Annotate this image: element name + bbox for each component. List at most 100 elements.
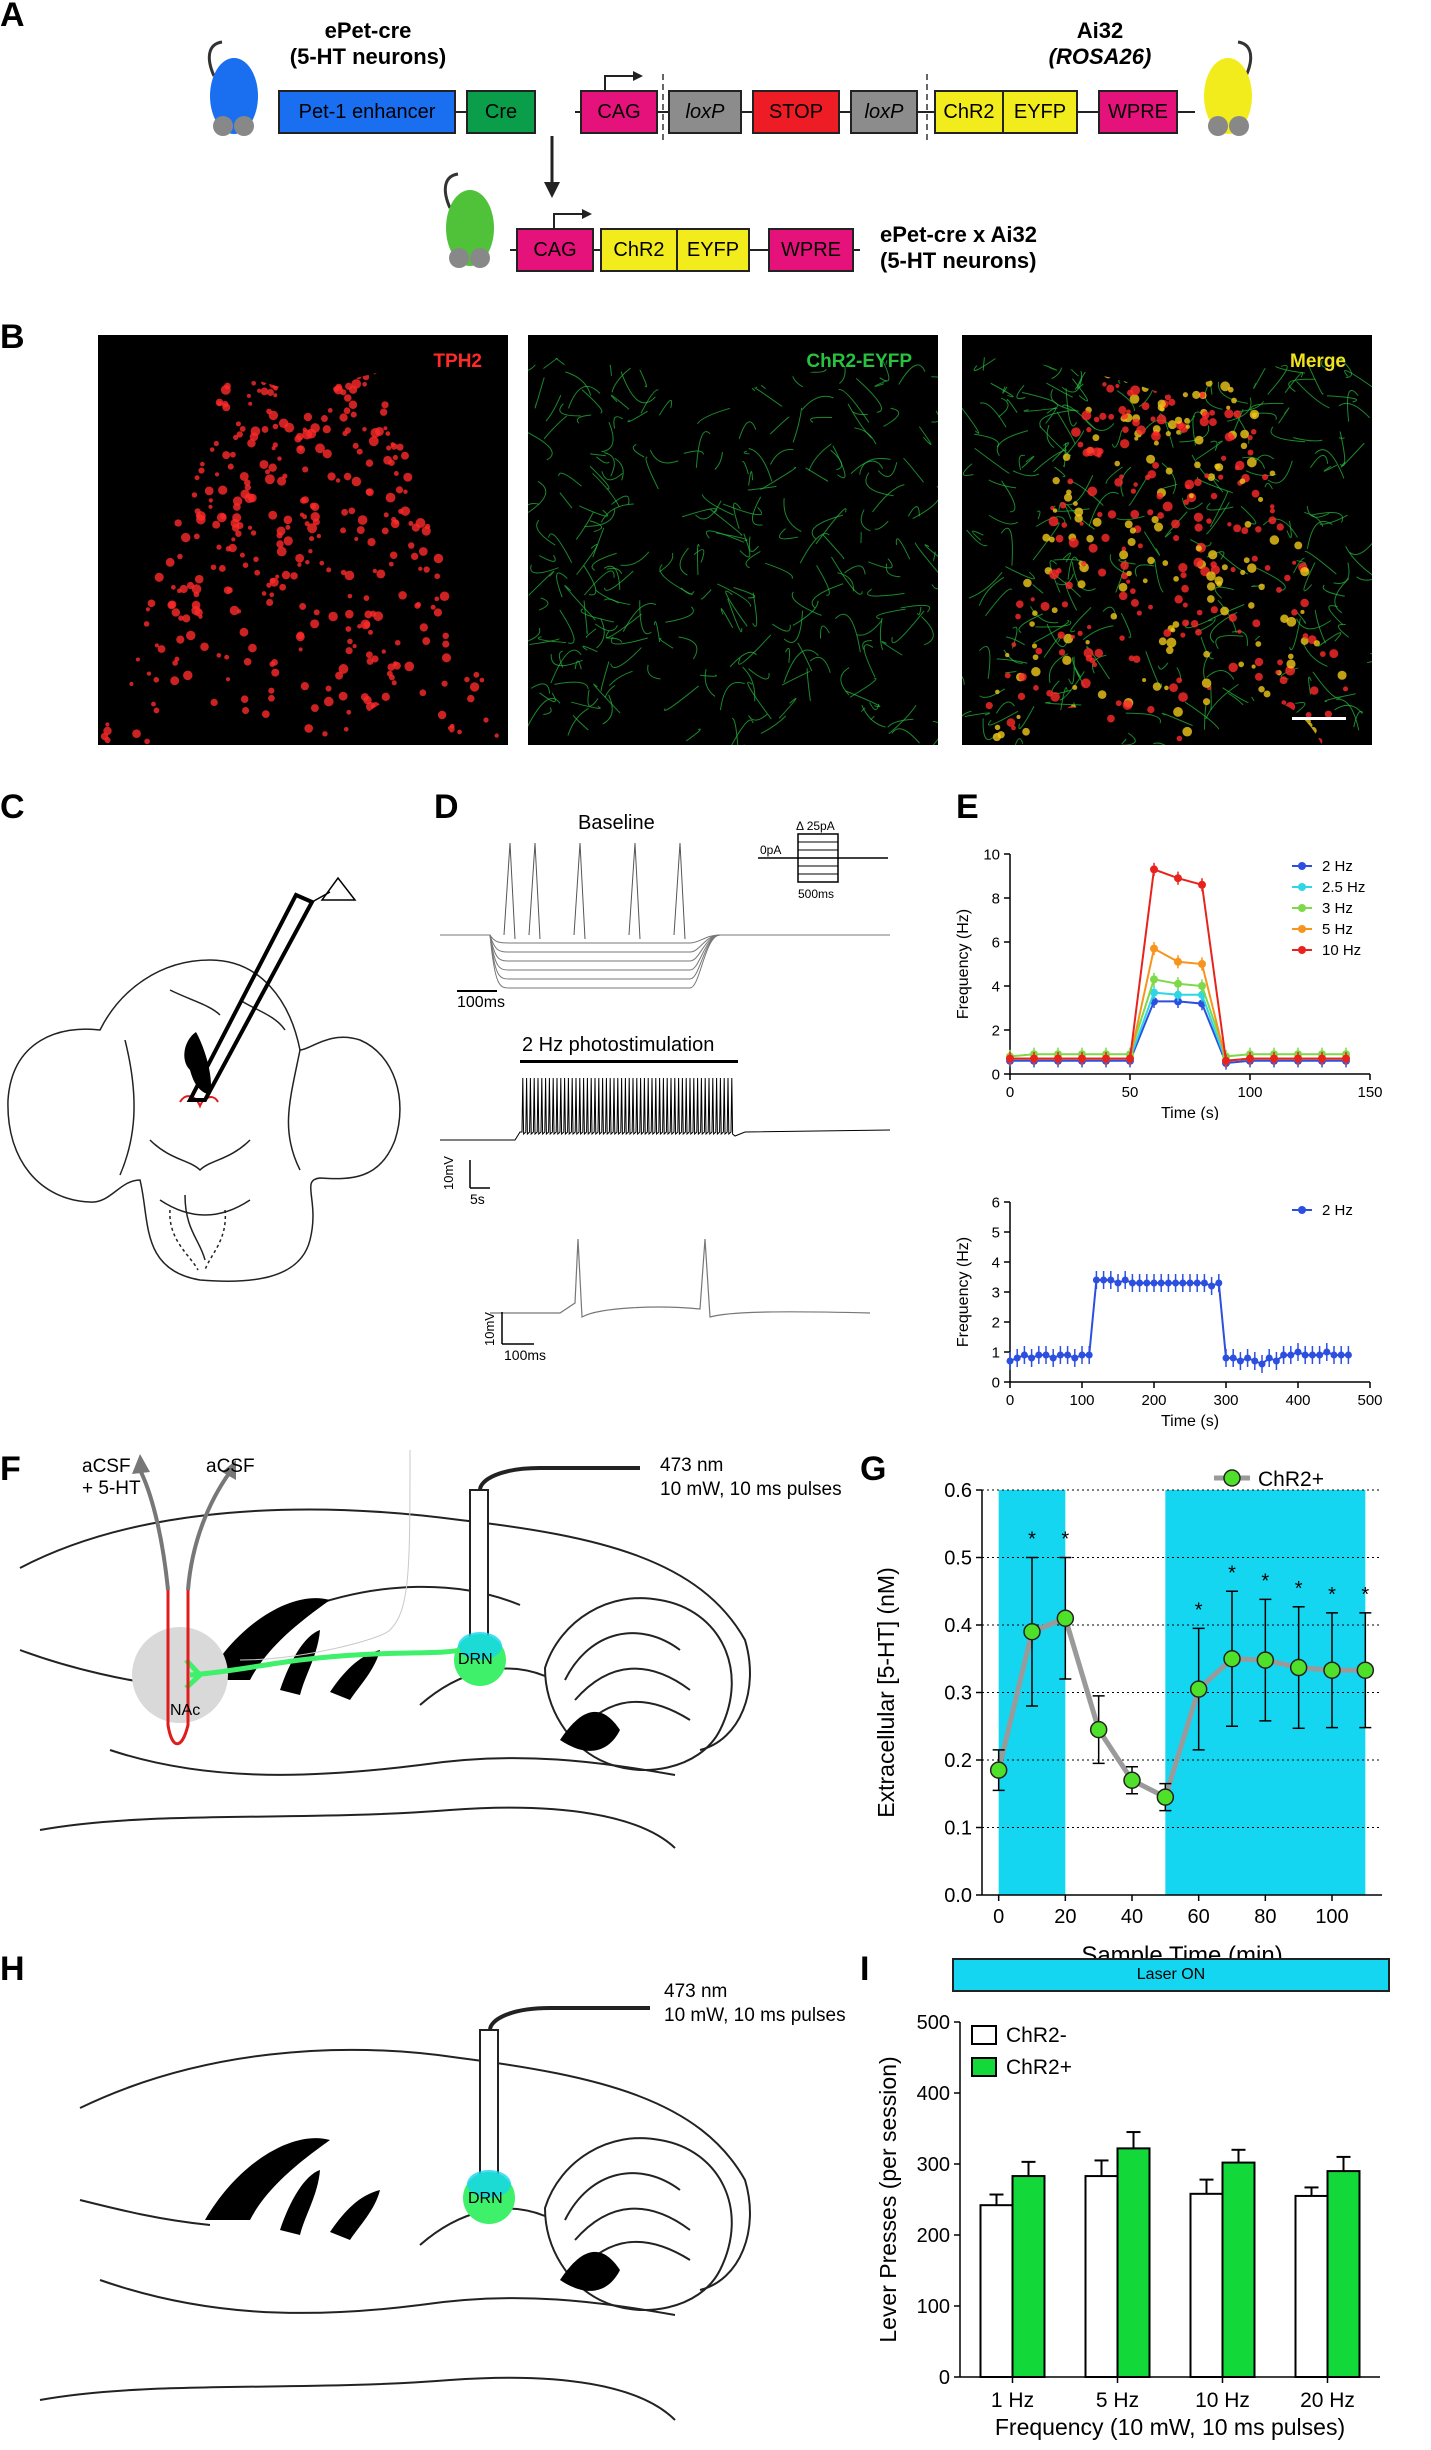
cell — [1031, 666, 1041, 677]
cell — [357, 515, 368, 525]
cell — [1329, 649, 1339, 659]
mouse-blue-icon — [207, 40, 258, 136]
legend-marker — [1298, 862, 1306, 870]
cell — [434, 596, 440, 602]
cell — [275, 574, 280, 579]
y-tick-label: 2 — [992, 1022, 1000, 1039]
cell — [277, 456, 282, 461]
fiber — [653, 621, 661, 643]
cell — [1065, 581, 1073, 590]
fiber — [739, 533, 751, 558]
fiber — [1310, 512, 1344, 523]
cell — [1130, 488, 1137, 494]
cell — [1115, 383, 1120, 388]
data-point — [1189, 1680, 1208, 1698]
fiber — [727, 598, 743, 633]
cell — [1201, 411, 1210, 419]
significance-marker: * — [1028, 1529, 1036, 1551]
cell — [233, 434, 239, 441]
cell — [349, 385, 358, 394]
cell — [1185, 424, 1191, 429]
fiber — [1345, 546, 1372, 576]
cell — [269, 592, 275, 598]
cell — [224, 654, 230, 660]
fiber — [751, 496, 763, 526]
cell — [1119, 635, 1125, 641]
data-point — [1198, 880, 1206, 889]
bar — [1116, 2147, 1151, 2378]
laser-on-banner: Laser ON — [952, 1958, 1390, 1992]
fiber — [1195, 440, 1223, 461]
cell — [1108, 413, 1115, 420]
fiber — [584, 508, 616, 527]
cell — [1241, 527, 1249, 535]
fiber — [931, 410, 938, 423]
cell — [283, 515, 293, 525]
cell — [1083, 648, 1094, 658]
fiber — [528, 627, 541, 642]
cell — [194, 608, 203, 617]
cell — [1162, 501, 1173, 512]
cell — [1059, 502, 1067, 509]
cell — [147, 599, 156, 608]
cell — [1227, 522, 1232, 527]
fiber — [558, 650, 564, 668]
cell — [1074, 507, 1084, 517]
hyperpolarizing-trace — [440, 934, 890, 980]
cell — [1032, 654, 1039, 661]
cell — [221, 400, 229, 408]
cell — [363, 595, 370, 602]
cell — [342, 430, 348, 437]
fiber — [620, 371, 656, 404]
cell — [1119, 550, 1129, 560]
cell — [244, 484, 251, 491]
fiber — [962, 676, 965, 685]
fiber — [564, 585, 596, 621]
fiber — [1022, 392, 1059, 410]
y-tick-label: 0 — [939, 2367, 950, 2389]
cell — [1102, 382, 1107, 387]
cell — [457, 729, 462, 735]
fiber — [693, 549, 705, 563]
fiber — [701, 494, 734, 516]
scale2-voltage: 10mV — [441, 1156, 456, 1190]
cell — [321, 415, 328, 422]
cell — [1141, 402, 1150, 411]
fiber — [1054, 466, 1066, 478]
fiber — [570, 701, 601, 709]
cell — [1048, 536, 1055, 543]
construct-stop: STOP — [752, 90, 840, 134]
cell — [1032, 610, 1038, 616]
fiber — [1074, 667, 1082, 678]
cell — [309, 536, 315, 542]
fiber — [832, 445, 846, 479]
fiber — [695, 500, 722, 520]
data-point — [1157, 1279, 1165, 1287]
cell — [1126, 409, 1131, 415]
cell — [375, 427, 384, 436]
cell — [1237, 629, 1242, 634]
fiber — [1296, 618, 1332, 630]
x-axis-label: Frequency (10 mW, 10 ms pulses) — [995, 2414, 1345, 2440]
cross-arrow-icon — [544, 136, 560, 198]
fiber — [606, 567, 623, 574]
cell — [1134, 436, 1139, 441]
fiber — [594, 589, 631, 606]
cell — [1182, 392, 1188, 398]
data-point — [1198, 960, 1206, 968]
cell — [310, 704, 319, 712]
cell — [1189, 493, 1194, 499]
cell — [1152, 461, 1160, 469]
cell — [309, 502, 317, 510]
cell — [1199, 417, 1209, 427]
protocol-step-label: Δ 25pA — [796, 820, 835, 833]
cell — [1055, 534, 1064, 543]
data-point — [1289, 1658, 1308, 1677]
fiber — [769, 448, 794, 465]
data-point — [1150, 1279, 1158, 1287]
cell — [365, 459, 374, 467]
fiber — [574, 660, 582, 670]
fiber — [1030, 606, 1059, 624]
cell — [1302, 633, 1309, 639]
